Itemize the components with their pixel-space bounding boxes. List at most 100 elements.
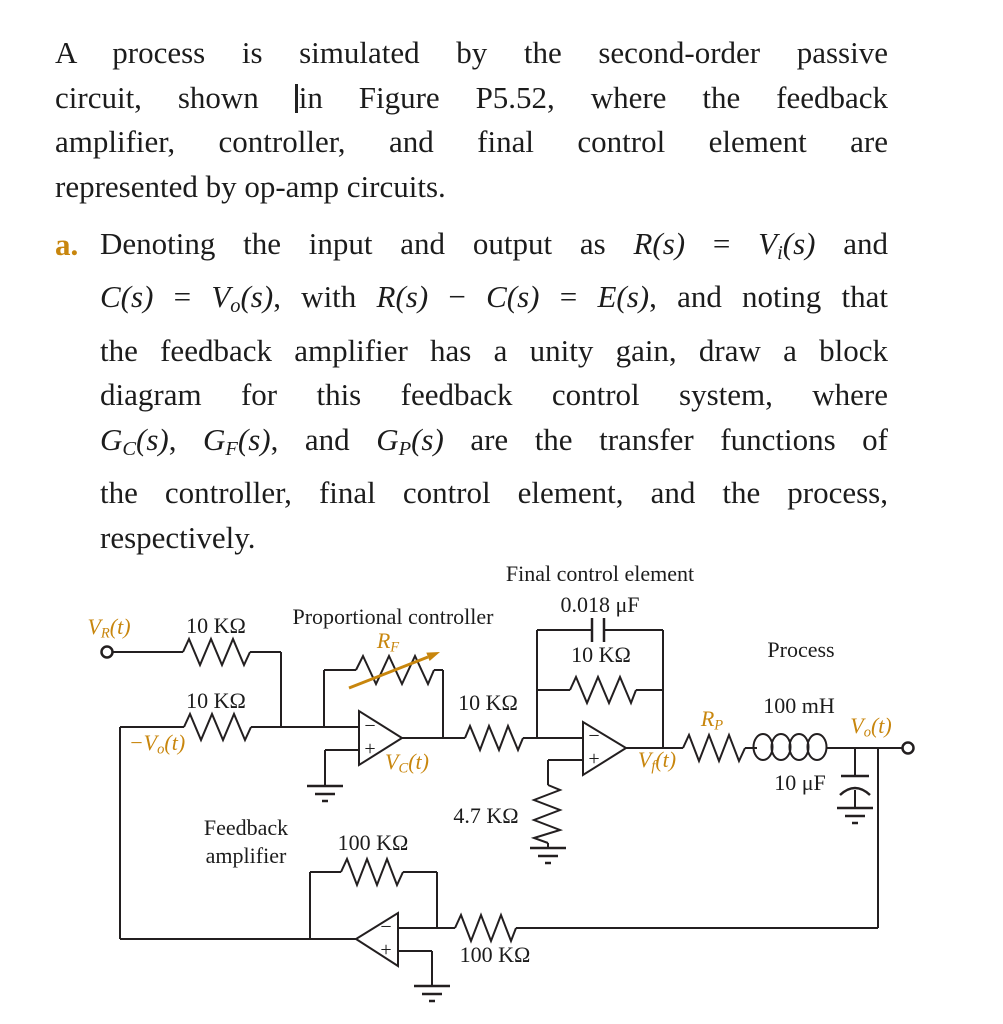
resistor-fce-input-value: 10 KΩ xyxy=(450,690,526,716)
subscript: F xyxy=(390,639,400,656)
text-line: the controller, final control element, a… xyxy=(100,471,888,516)
text-line: A process is simulated by the second-ord… xyxy=(55,31,888,76)
text: the controller, final control element, a… xyxy=(100,475,888,511)
math-text: C(s) xyxy=(100,279,154,315)
resistor-100k-feedback-value: 100 KΩ xyxy=(330,830,416,856)
text: 10 KΩ xyxy=(571,642,631,667)
text: = xyxy=(153,279,212,315)
text: are the transfer functions of xyxy=(443,421,889,457)
resistor-100k-series-value: 100 KΩ xyxy=(452,942,538,968)
subscript: P xyxy=(398,437,412,460)
resistor-10k-fce-feedback xyxy=(569,674,637,706)
subscript: o xyxy=(157,741,165,758)
math-text: (t) xyxy=(870,713,892,738)
math-text: G xyxy=(203,421,226,457)
math-text: (t) xyxy=(408,749,429,774)
resistor-fce-feedback-value: 10 KΩ xyxy=(566,642,636,668)
text: the feedback amplifier has a unity gain,… xyxy=(100,332,888,368)
text: , xyxy=(168,421,204,457)
math-text: R(s) xyxy=(376,279,429,315)
text: 0.018 μF xyxy=(560,592,640,617)
text: 10 KΩ xyxy=(186,688,246,713)
resistor-10k-fce-input xyxy=(464,723,524,753)
text: 4.7 KΩ xyxy=(453,803,519,828)
resistor-10k-input2 xyxy=(183,711,252,743)
resistor-47k-value: 4.7 KΩ xyxy=(446,803,526,829)
opamp-final-control-element xyxy=(582,720,628,777)
paragraph-1: A process is simulated by the second-ord… xyxy=(55,31,888,209)
resistor-rp xyxy=(682,732,746,764)
text: , with xyxy=(273,279,377,315)
math-text: G xyxy=(100,421,123,457)
resistor-100k-feedback xyxy=(340,856,404,888)
subscript: R xyxy=(100,625,110,642)
text: = xyxy=(685,226,759,261)
resistor-input1-value: 10 KΩ xyxy=(180,613,252,639)
item-a-lines: Denoting the input and output as R(s) = … xyxy=(100,222,888,560)
math-text: R(s) xyxy=(633,226,686,261)
text: diagram for this feedback control system… xyxy=(100,377,888,413)
feedback-amplifier-title-2: amplifier xyxy=(194,843,298,869)
text-line: respectively. xyxy=(100,516,888,561)
opamp-fb-minus-sign: − xyxy=(378,917,394,937)
text-line: the feedback amplifier has a unity gain,… xyxy=(100,329,888,374)
vr-source-label: VR(t) xyxy=(74,614,144,646)
math-text: R xyxy=(376,628,391,653)
text: 100 KΩ xyxy=(337,830,409,855)
capacitor-0018uf-value: 0.018 μF xyxy=(550,592,650,618)
vf-label: Vf(t) xyxy=(630,747,684,779)
text: Final control element xyxy=(505,561,695,586)
subscript: f xyxy=(651,758,656,775)
math-text: V xyxy=(850,713,864,738)
resistor-input2-value: 10 KΩ xyxy=(180,688,252,714)
text: 100 mH xyxy=(763,693,835,718)
text: in Figure P5.52, where the feedback xyxy=(298,79,888,115)
feedback-amplifier-title-1: Feedback xyxy=(194,815,298,841)
text-line: represented by op-amp circuits. xyxy=(55,165,888,210)
subscript: C xyxy=(122,437,137,460)
math-text: (s) xyxy=(136,421,169,457)
item-a-marker: a. xyxy=(55,227,79,262)
capacitor-0018uf xyxy=(590,618,606,642)
text: amplifier xyxy=(205,843,287,868)
inductor-100mh xyxy=(752,733,828,761)
math-text: (t) xyxy=(109,614,131,639)
text: Feedback xyxy=(203,815,289,840)
subscript: i xyxy=(777,241,783,264)
text: Denoting the input and output as xyxy=(100,226,634,261)
text: 10 KΩ xyxy=(186,613,246,638)
text: , and xyxy=(270,421,377,457)
math-text: V xyxy=(211,279,231,315)
text: − xyxy=(380,916,392,938)
text: , and noting that xyxy=(649,279,888,315)
math-text: (t) xyxy=(164,730,186,755)
text: + xyxy=(380,939,392,961)
terminal-vr xyxy=(100,645,114,659)
opamp-pc-plus-sign: + xyxy=(362,739,378,759)
text: 10 μF xyxy=(774,770,826,795)
text-line: GC(s), GF(s), and GP(s) are the transfer… xyxy=(100,418,888,471)
rf-arrow-icon xyxy=(348,652,440,690)
text: circuit, shown xyxy=(55,79,295,115)
proportional-controller-title: Proportional controller xyxy=(279,604,507,630)
resistor-47k xyxy=(530,784,564,844)
ground-47k xyxy=(530,846,566,865)
text-cursor xyxy=(294,83,298,113)
text-line: diagram for this feedback control system… xyxy=(100,373,888,418)
math-text: C(s) xyxy=(486,279,540,315)
text: respectively. xyxy=(100,519,256,555)
opamp-fce-plus-sign: + xyxy=(586,749,602,769)
subscript: F xyxy=(225,437,238,460)
math-text: V xyxy=(758,226,778,261)
math-text: V xyxy=(637,747,652,772)
resistor-100k-series xyxy=(454,912,517,944)
text: − xyxy=(588,725,600,747)
opamp-fce-minus-sign: − xyxy=(586,726,602,746)
wires xyxy=(113,629,902,986)
text: amplifier, controller, and final control… xyxy=(55,124,888,159)
math-text: E(s) xyxy=(597,279,650,315)
text: Process xyxy=(767,637,835,662)
ground-pc xyxy=(307,784,343,803)
